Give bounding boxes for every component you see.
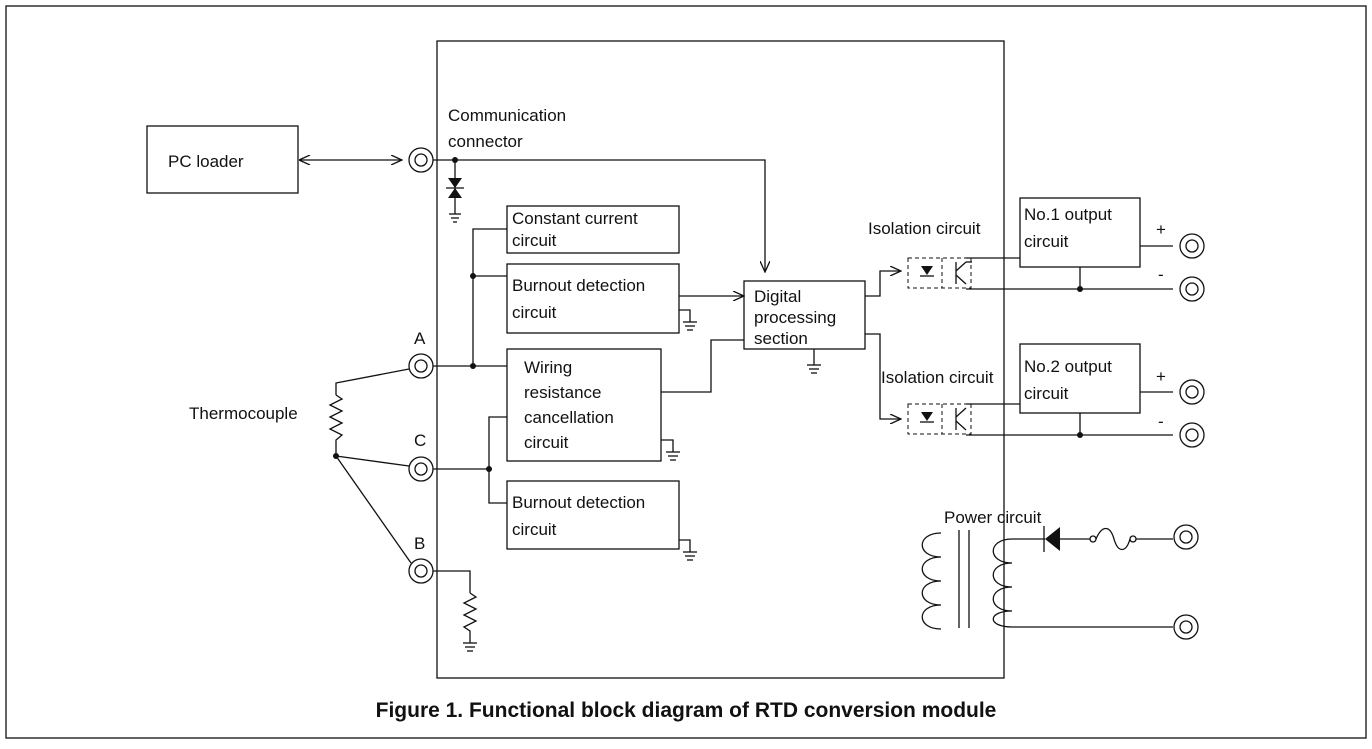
burnout-detection-1-label-1: Burnout detection: [512, 276, 645, 295]
constant-current-label-2: circuit: [512, 231, 557, 250]
tvs-diode-icon: [446, 160, 464, 223]
comm-to-digital-wire: [433, 159, 765, 272]
burnout-detection-1-label-2: circuit: [512, 303, 557, 322]
pc-loader-block: PC loader: [146, 125, 299, 194]
digital-ground-icon: [807, 349, 821, 374]
pc-loader-label: PC loader: [168, 152, 244, 171]
output-2-label-1: No.2 output: [1024, 357, 1112, 376]
output-2-minus-terminal: [1179, 422, 1205, 448]
b-pulldown-resistor-icon: [433, 570, 478, 652]
digital-processing-label-3: section: [754, 329, 808, 348]
output-1-minus-terminal: [1179, 276, 1205, 302]
output-2-block: No.2 output circuit: [1019, 343, 1141, 414]
output-1-plus-label: +: [1156, 220, 1166, 239]
isolation-2-label: Isolation circuit: [881, 368, 994, 387]
output-2-minus-label: -: [1158, 412, 1164, 431]
output-1-label-1: No.1 output: [1024, 205, 1112, 224]
wiring-resistance-label-2: resistance: [524, 383, 601, 402]
thermocouple-label: Thermocouple: [189, 404, 298, 423]
constant-current-block: Constant current circuit: [506, 205, 680, 254]
terminal-b-label: B: [414, 534, 425, 553]
comm-connector-label-2: connector: [448, 132, 523, 151]
output-2-plus-terminal: [1179, 379, 1205, 405]
optocoupler-1-icon: [907, 257, 972, 289]
digital-to-iso2-arrow: [865, 333, 901, 419]
digital-to-iso1-arrow: [865, 271, 901, 297]
thermocouple-symbol: [328, 368, 412, 564]
constant-current-label-1: Constant current: [512, 209, 638, 228]
wiring-resistance-block: Wiring resistance cancellation circuit: [506, 348, 662, 462]
digital-processing-label-2: processing: [754, 308, 836, 327]
burnout1-ground-icon: [679, 309, 697, 331]
transformer-icon: [921, 530, 1013, 630]
digital-processing-label-1: Digital: [754, 287, 801, 306]
wiring-resistance-label-1: Wiring: [524, 358, 572, 377]
wiring-to-digital-wire: [661, 339, 744, 393]
wiring-resistance-label-4: circuit: [524, 433, 569, 452]
power-circuit-label: Power circuit: [944, 508, 1042, 527]
burnout-detection-1-block: Burnout detection circuit: [506, 263, 680, 334]
rectifier-diode-icon: [1043, 526, 1060, 552]
sense-bus-a-vertical: [472, 228, 507, 366]
output-1-plus-terminal: [1179, 233, 1205, 259]
terminal-c-label: C: [414, 431, 426, 450]
sense-bus-c-vertical: [488, 416, 507, 504]
output-1-block: No.1 output circuit: [1019, 197, 1141, 268]
output-2-label-2: circuit: [1024, 384, 1069, 403]
comm-connector-label-1: Communication: [448, 106, 566, 125]
wiring-ground-icon: [661, 439, 680, 461]
figure-caption: Figure 1. Functional block diagram of RT…: [376, 699, 997, 722]
module-enclosure: [436, 40, 1005, 679]
wiring-resistance-label-3: cancellation: [524, 408, 614, 427]
burnout-detection-2-block: Burnout detection circuit: [506, 480, 680, 550]
power-terminal-2: [1173, 614, 1199, 640]
optocoupler-2-icon: [907, 403, 972, 435]
terminal-a: [408, 353, 434, 379]
burnout-detection-2-label-1: Burnout detection: [512, 493, 645, 512]
burnout2-ground-icon: [679, 539, 697, 561]
output-2-plus-label: +: [1156, 367, 1166, 386]
terminal-c: [408, 456, 434, 482]
output-1-minus-label: -: [1158, 265, 1164, 284]
burnout-detection-2-label-2: circuit: [512, 520, 557, 539]
terminal-a-label: A: [414, 329, 426, 348]
power-terminal-1: [1173, 524, 1199, 550]
output-1-label-2: circuit: [1024, 232, 1069, 251]
isolation-1-label: Isolation circuit: [868, 219, 981, 238]
digital-processing-block: Digital processing section: [743, 280, 866, 350]
